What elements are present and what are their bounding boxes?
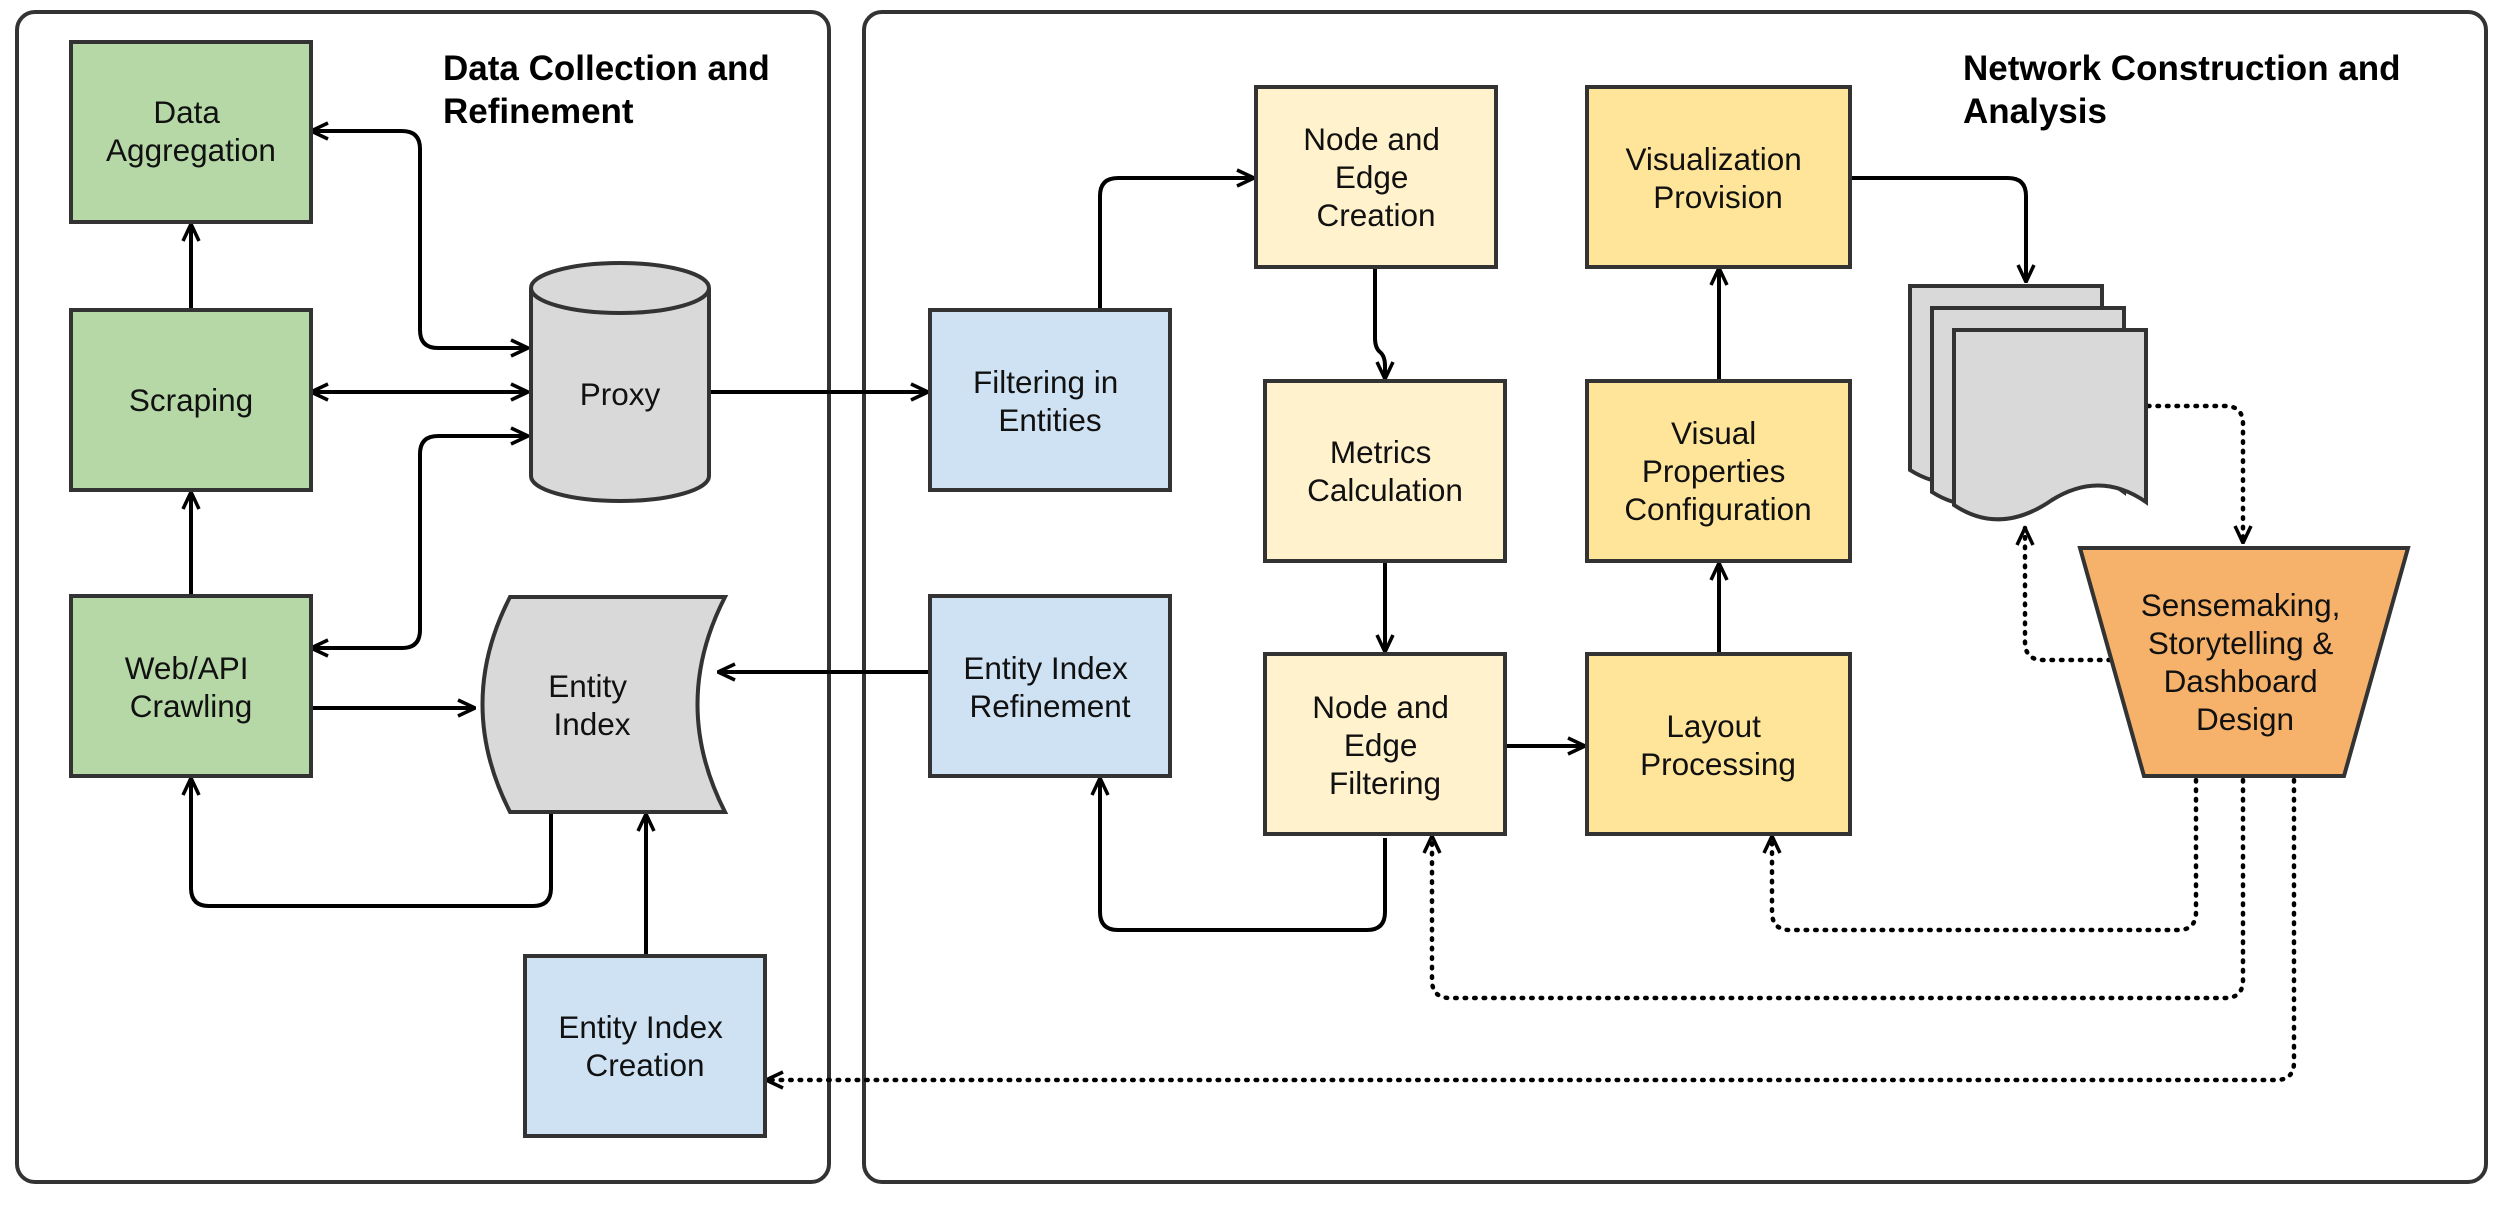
node-entity-index-refinement-label: Entity Index Refinement xyxy=(963,650,1136,724)
node-web-api-crawling: Web/API Crawling xyxy=(69,594,313,778)
node-scraping-box xyxy=(69,308,313,492)
node-entity-index-creation: Entity Index Creation xyxy=(523,954,767,1138)
edge-filtering-to-node-edge-creation xyxy=(1098,178,1254,308)
node-layout-processing-box xyxy=(1585,652,1852,836)
node-web-api-crawling-label: Web/API Crawling xyxy=(125,650,258,724)
edge-documents-to-sensemaking xyxy=(2145,403,2243,546)
edges-solid xyxy=(191,131,2026,954)
node-entity-index-creation-label: Entity Index Creation xyxy=(558,1009,731,1083)
node-node-edge-creation: Node and Edge Creation xyxy=(1254,85,1498,269)
node-node-edge-filtering-label: Node and Edge Filtering xyxy=(1312,689,1457,801)
node-scraping-label: Scraping xyxy=(129,382,253,418)
node-data-aggregation-box xyxy=(69,40,313,224)
node-metrics-calculation: Metrics Calculation xyxy=(1263,379,1507,563)
node-entity-index-label: Entity Index xyxy=(548,668,636,742)
node-data-aggregation-label: Data Aggregation xyxy=(106,94,276,168)
documents-stack-icon xyxy=(1908,284,2148,522)
node-entity-index-creation-box xyxy=(523,954,767,1138)
proxy-cylinder-rim xyxy=(529,287,711,315)
node-filtering-in-entities-label: Filtering in Entities xyxy=(973,364,1127,438)
node-metrics-calculation-label: Metrics Calculation xyxy=(1307,434,1463,508)
node-node-edge-filtering-box xyxy=(1263,652,1507,836)
node-entity-index-refinement: Entity Index Refinement xyxy=(928,594,1172,778)
node-web-api-crawling-box xyxy=(69,594,313,778)
edge-sensemaking-to-node-filtering xyxy=(1432,777,2246,1001)
edge-aggregation-proxy xyxy=(311,131,528,348)
node-scraping: Scraping xyxy=(69,308,313,492)
proxy-cylinder-icon xyxy=(529,261,711,503)
group-title-network-construction: Network Construction and Analysis xyxy=(1963,49,2410,131)
node-filtering-in-entities-box xyxy=(928,308,1172,492)
node-layout-processing-label: Layout Processing xyxy=(1640,708,1796,782)
node-visualization-provision-box xyxy=(1585,85,1852,269)
group-data-collection xyxy=(15,10,831,1184)
edge-sensemaking-to-index-creation xyxy=(763,777,2297,1080)
node-proxy-label: Proxy xyxy=(580,376,661,412)
group-title-data-collection: Data Collection and Refinement xyxy=(443,49,779,131)
node-node-edge-creation-box xyxy=(1254,85,1498,269)
edge-visualization-to-documents xyxy=(1851,176,2026,282)
node-sensemaking: Sensemaking, Storytelling & Dashboard De… xyxy=(2077,546,2411,778)
node-visualization-provision-label: Visualization Provision xyxy=(1625,141,1810,215)
node-visual-properties-configuration-label: Visual Properties Configuration xyxy=(1624,415,1811,527)
node-node-edge-creation-label: Node and Edge Creation xyxy=(1303,121,1448,233)
node-proxy: Proxy xyxy=(529,261,711,503)
node-visual-properties-configuration: Visual Properties Configuration xyxy=(1585,379,1852,563)
edge-sensemaking-to-layout xyxy=(1772,777,2199,933)
node-visualization-provision: Visualization Provision xyxy=(1585,85,1852,269)
entity-index-stored-data-icon xyxy=(480,595,729,814)
document-sheet-front xyxy=(1952,328,2148,522)
node-data-aggregation: Data Aggregation xyxy=(69,40,313,224)
edges-dotted xyxy=(763,403,2297,1080)
node-sensemaking-label: Sensemaking, Storytelling & Dashboard De… xyxy=(2141,587,2349,737)
edge-entity-index-to-crawling xyxy=(191,778,553,908)
edge-creation-to-metrics xyxy=(1373,268,1385,379)
node-entity-index: Entity Index xyxy=(480,595,729,814)
edge-sensemaking-to-documents xyxy=(2025,525,2113,663)
node-filtering-in-entities: Filtering in Entities xyxy=(928,308,1172,492)
node-visual-properties-configuration-box xyxy=(1585,379,1852,563)
node-node-edge-filtering: Node and Edge Filtering xyxy=(1263,652,1507,836)
sensemaking-manual-operation-icon xyxy=(2077,546,2411,778)
edge-node-filtering-to-refinement xyxy=(1100,778,1387,932)
node-metrics-calculation-box xyxy=(1263,379,1507,563)
group-network-construction xyxy=(862,10,2488,1184)
edge-crawling-proxy xyxy=(311,436,528,648)
node-layout-processing: Layout Processing xyxy=(1585,652,1852,836)
node-entity-index-refinement-box xyxy=(928,594,1172,778)
